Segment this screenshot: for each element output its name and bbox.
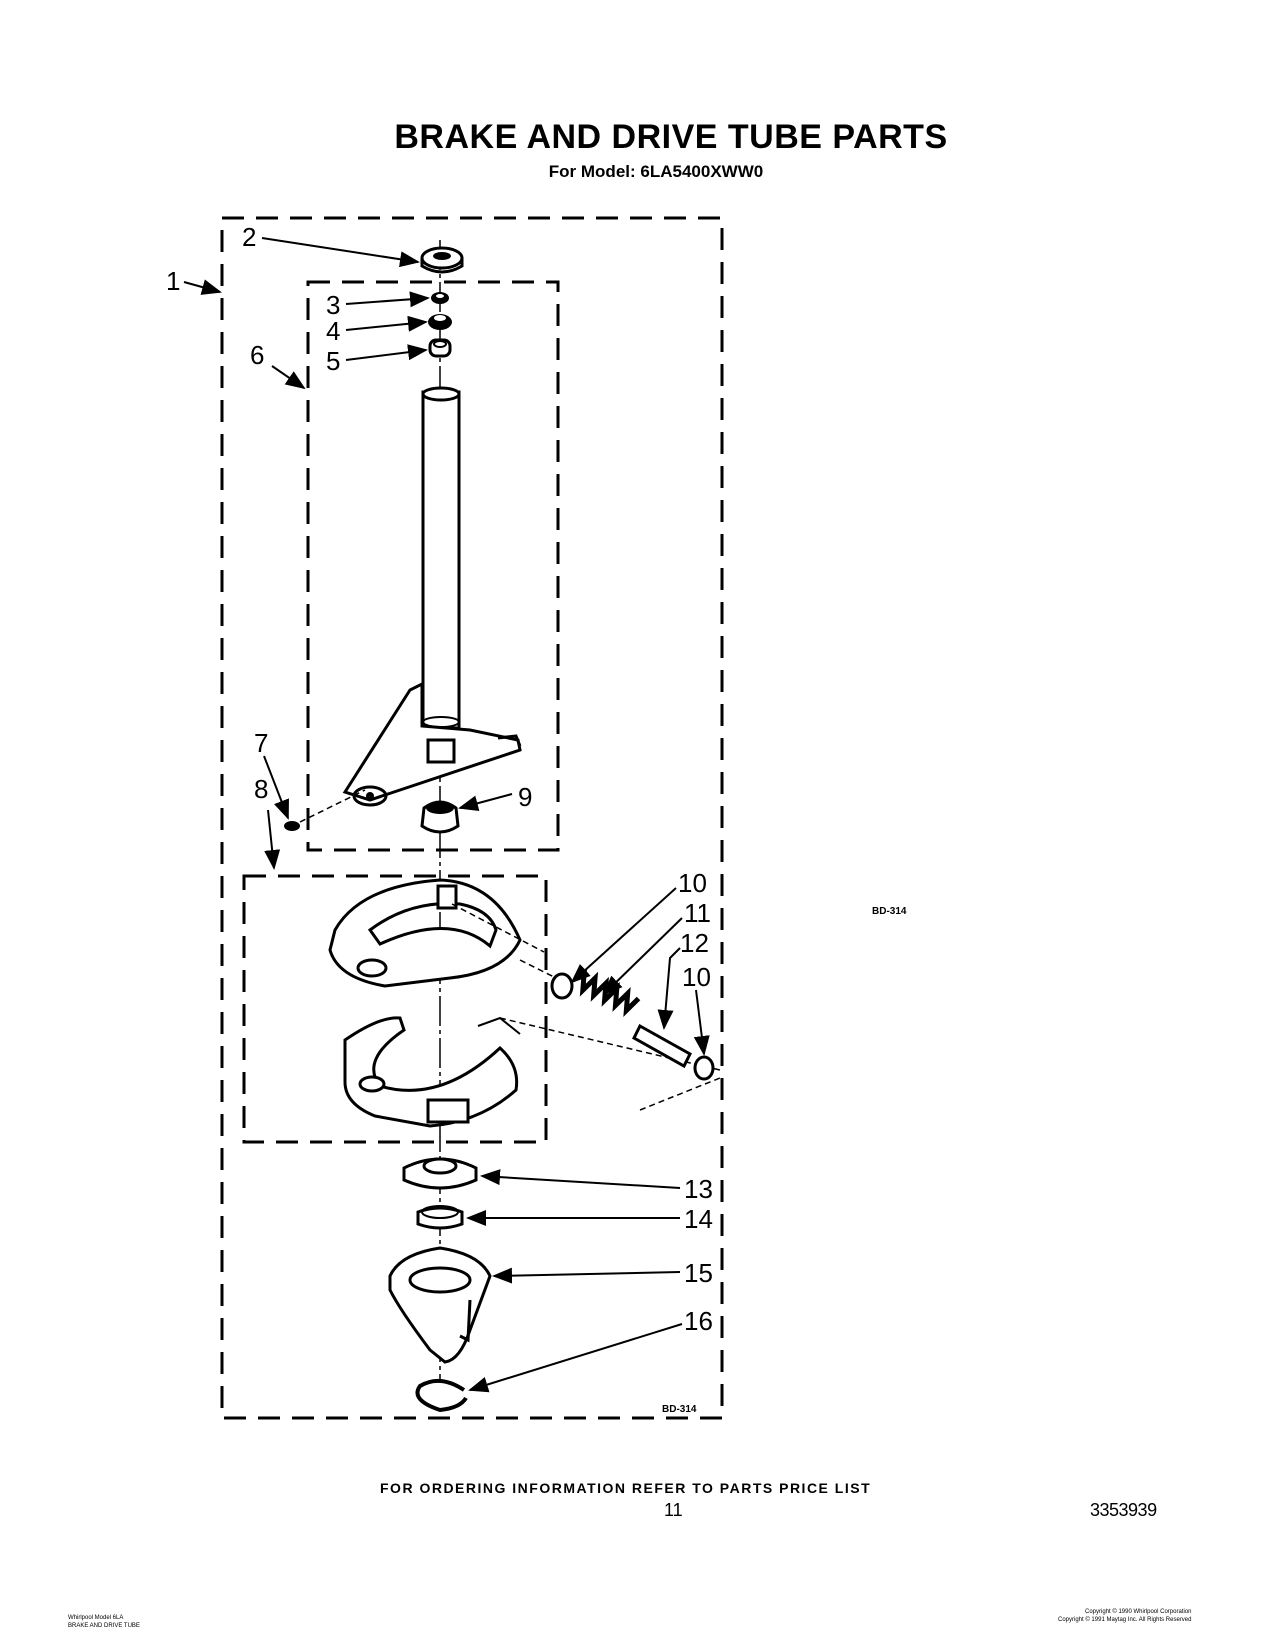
- callout-1: 1: [166, 266, 180, 296]
- page-number: 11: [664, 1500, 683, 1520]
- callout-11: 11: [684, 898, 711, 928]
- part-16-snap-ring: [415, 1378, 468, 1413]
- callout-9: 9: [518, 782, 532, 812]
- part-4-seal: [428, 314, 452, 330]
- callout-10b: 10: [682, 962, 711, 992]
- footer-left-line-2: BRAKE AND DRIVE TUBE: [68, 1623, 140, 1629]
- copyright-line-1: Copyright © 1990 Whirlpool Corporation: [1085, 1609, 1192, 1615]
- callout-6: 6: [250, 340, 264, 370]
- ordering-note: FOR ORDERING INFORMATION REFER TO PARTS …: [380, 1480, 872, 1496]
- callout-5: 5: [326, 346, 340, 376]
- part-9-bushing: [420, 800, 460, 834]
- callout-15: 15: [684, 1258, 713, 1288]
- callout-7: 7: [254, 728, 268, 758]
- part-10-washer-right: [693, 1055, 715, 1081]
- drawing-code-side: BD-314: [872, 906, 907, 917]
- part-13-plate: [402, 1157, 478, 1190]
- model-subtitle: For Model: 6LA5400XWW0: [548, 162, 764, 181]
- callout-12: 12: [680, 928, 709, 958]
- document-number: 3353939: [1090, 1500, 1157, 1520]
- copyright-line-2: Copyright © 1991 Maytag Inc. All Rights …: [1058, 1617, 1192, 1623]
- callout-13: 13: [684, 1174, 713, 1204]
- page-title: BRAKE AND DRIVE TUBE PARTS: [394, 118, 948, 156]
- part-7-screw: [284, 789, 366, 831]
- assembly-outline-8: [242, 874, 548, 1144]
- part-14-ring: [416, 1205, 464, 1230]
- callout-4: 4: [326, 316, 340, 346]
- part-2-washer: [420, 246, 464, 274]
- part-12-pin: [632, 1023, 692, 1069]
- part-15-cam-housing: [388, 1246, 492, 1364]
- footer-left-line-1: Whirlpool Model 6LA: [68, 1615, 124, 1621]
- brake-shoe-lower: [343, 1016, 721, 1128]
- callout-3: 3: [326, 290, 340, 320]
- callout-14: 14: [684, 1204, 713, 1234]
- footer-copyright: Copyright © 1990 Whirlpool Corporation C…: [1058, 1608, 1192, 1624]
- callout-16: 16: [684, 1306, 713, 1336]
- footer-left-note: Whirlpool Model 6LA BRAKE AND DRIVE TUBE: [68, 1614, 140, 1630]
- callout-2: 2: [242, 222, 256, 252]
- brake-shoe-upper: [328, 878, 561, 988]
- leader-lines: [183, 237, 710, 1393]
- part-3-nut: [431, 292, 449, 304]
- drawing-code-box: BD-314: [662, 1404, 697, 1415]
- callout-10a: 10: [678, 868, 707, 898]
- callout-8: 8: [254, 774, 268, 804]
- assembly-outline-1: [220, 216, 724, 1420]
- drive-tube: [342, 386, 522, 807]
- part-10-washer-left: [550, 972, 574, 1000]
- part-5-bearing: [428, 338, 452, 358]
